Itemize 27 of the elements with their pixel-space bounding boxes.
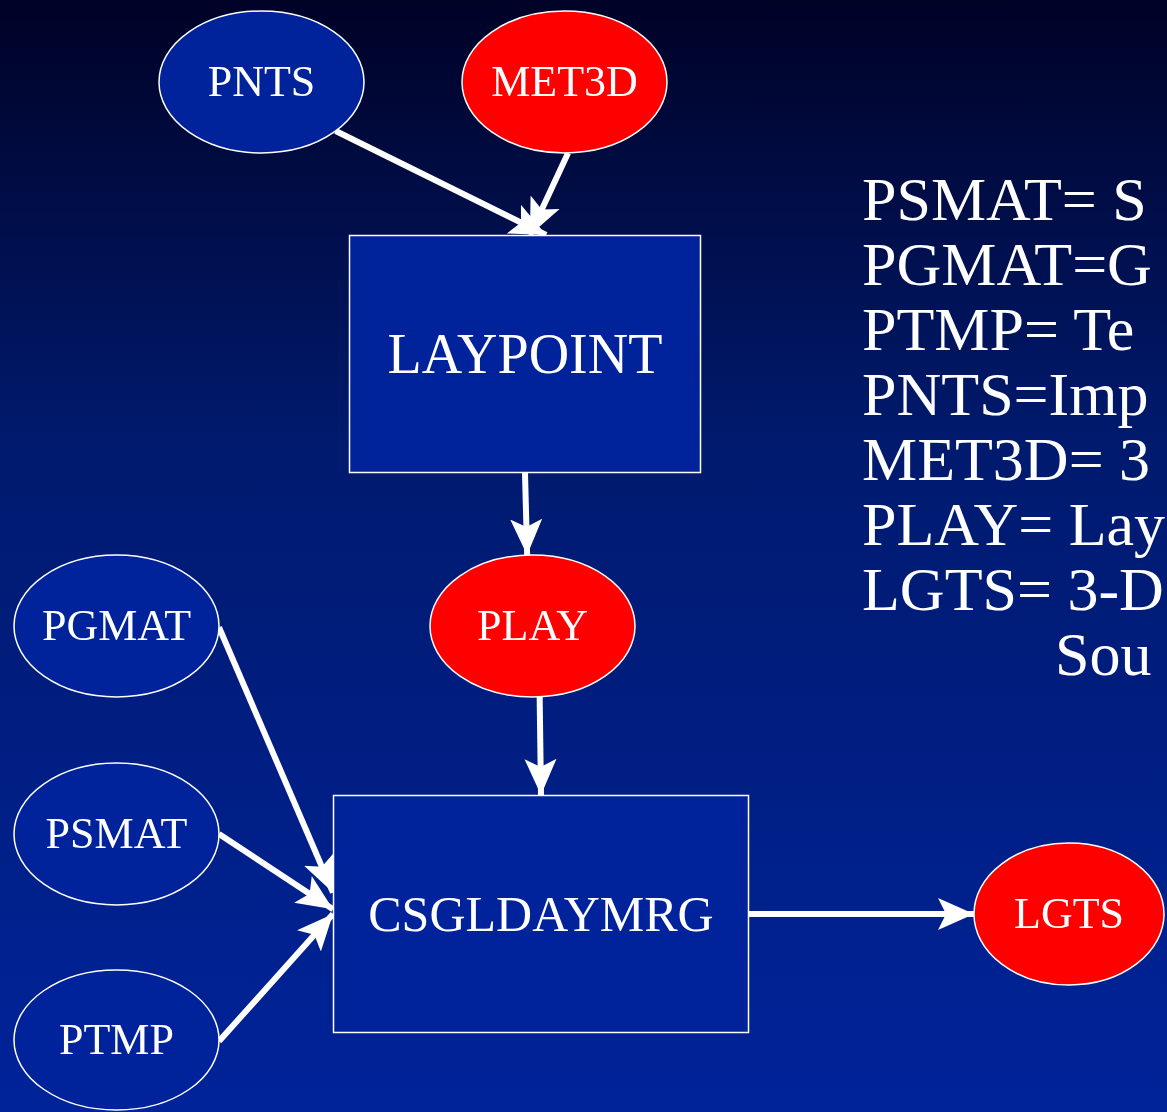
arrow	[524, 696, 557, 796]
node-label: PTMP	[59, 1018, 174, 1062]
data-ellipse	[429, 554, 636, 698]
data-ellipse	[973, 842, 1165, 986]
data-ellipse	[13, 969, 220, 1111]
data-ellipse	[461, 10, 668, 154]
node-label: PLAY	[477, 604, 588, 648]
data-ellipse	[13, 554, 220, 698]
node-label: PNTS	[207, 60, 316, 104]
data-ellipse	[158, 10, 365, 154]
node-label: PSMAT	[45, 812, 188, 856]
process-box	[349, 235, 701, 473]
node-label: PGMAT	[41, 604, 192, 648]
process-box	[333, 795, 749, 1033]
note-text: PSMAT= S	[862, 168, 1147, 230]
node-label: MET3D	[491, 60, 638, 104]
node-label: CSGLDAYMRG	[368, 889, 714, 939]
data-ellipse	[13, 762, 220, 906]
note-text: MET3D= 3	[862, 428, 1151, 490]
node-label: LAYPOINT	[387, 326, 663, 382]
node-label: LGTS	[1014, 892, 1124, 936]
note-text: LGTS= 3-D	[862, 558, 1164, 620]
arrow	[749, 898, 974, 930]
note-text: PTMP= Te	[862, 298, 1135, 360]
note-text: Sou	[1055, 623, 1152, 685]
arrow	[510, 472, 543, 556]
note-text: PGMAT=G	[862, 233, 1152, 295]
